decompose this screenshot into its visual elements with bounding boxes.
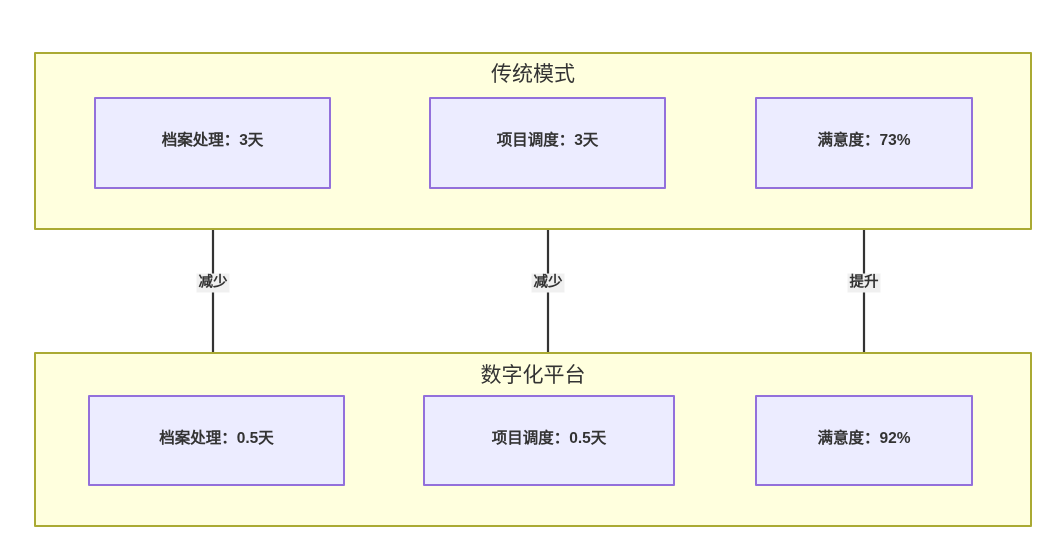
node-digital-scheduling-label: 项目调度：0.5天	[491, 430, 607, 447]
node-traditional-scheduling[interactable]: 项目调度：3天	[429, 97, 666, 189]
cluster-traditional-title: 传统模式	[491, 63, 575, 86]
node-traditional-archive-label: 档案处理：3天	[161, 132, 264, 149]
node-traditional-scheduling-label: 项目调度：3天	[496, 132, 599, 149]
node-digital-archive-label: 档案处理：0.5天	[159, 430, 274, 447]
cluster-digital-title: 数字化平台	[480, 364, 586, 387]
node-traditional-archive[interactable]: 档案处理：3天	[94, 97, 331, 189]
node-traditional-satisfaction[interactable]: 满意度：73%	[755, 97, 973, 189]
node-digital-satisfaction[interactable]: 满意度：92%	[755, 395, 973, 486]
node-digital-satisfaction-label: 满意度：92%	[817, 430, 911, 447]
edge-label-archive: 减少	[196, 273, 230, 293]
node-digital-scheduling[interactable]: 项目调度：0.5天	[423, 395, 675, 486]
edge-label-satisfaction: 提升	[847, 273, 881, 293]
node-digital-archive[interactable]: 档案处理：0.5天	[88, 395, 345, 486]
node-traditional-satisfaction-label: 满意度：73%	[817, 132, 911, 149]
edge-label-scheduling: 减少	[531, 273, 565, 293]
